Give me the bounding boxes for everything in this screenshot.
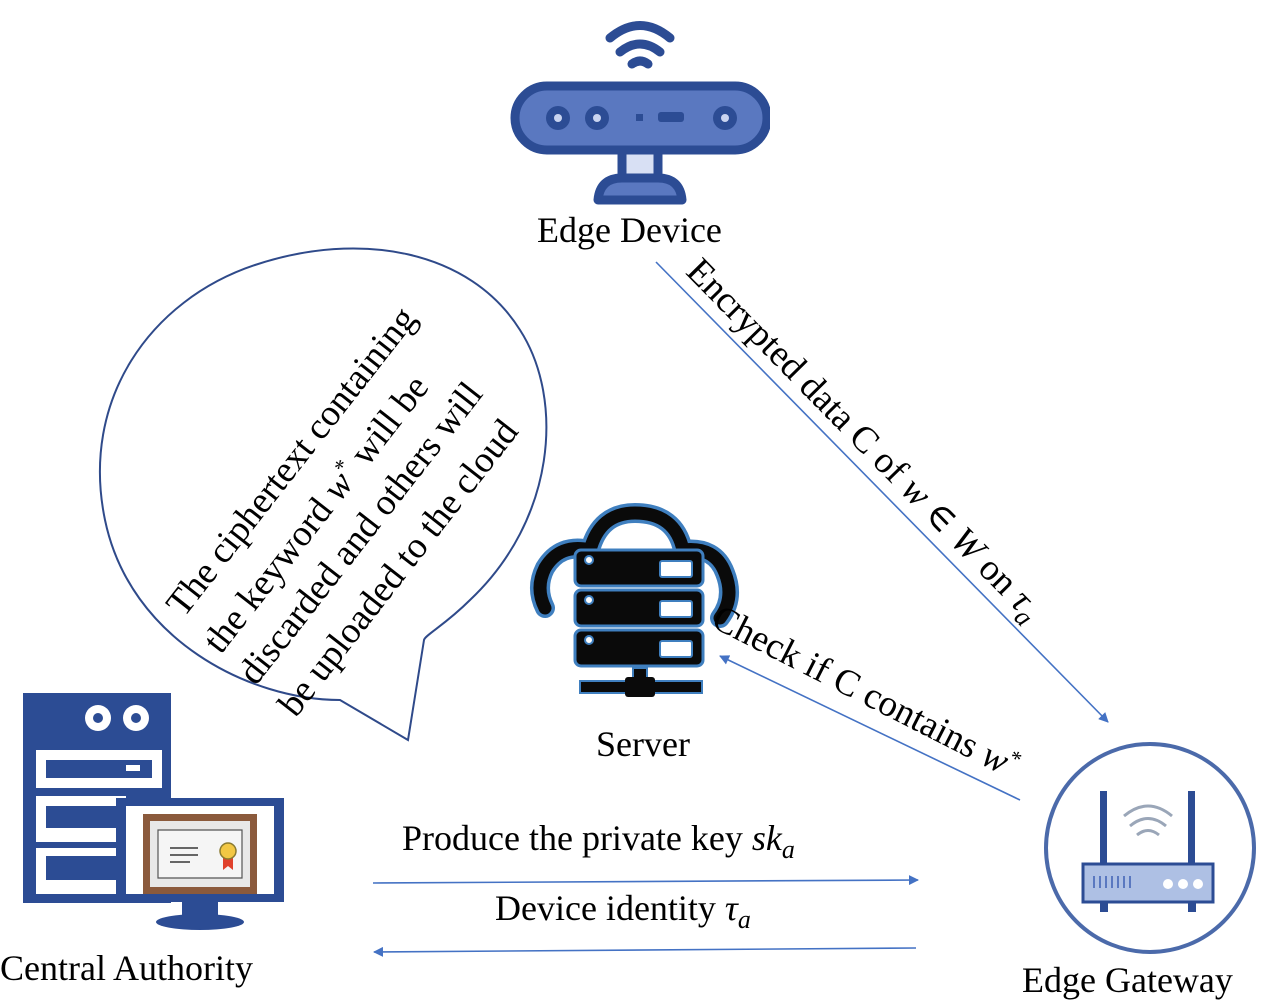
arrow-encrypted-data [655, 261, 1109, 723]
edge-device-label: Edge Device [537, 210, 722, 250]
camera-device-icon [510, 21, 770, 205]
arrow-check-contains [719, 655, 1021, 801]
server-label: Server [596, 724, 690, 764]
arrow-device-identity [373, 946, 917, 957]
edge-gateway-label: Edge Gateway [1022, 960, 1233, 1000]
wifi-router-icon [1044, 742, 1256, 954]
cloud-server-icon [530, 502, 739, 697]
device-identity-label: Device identity τa [495, 888, 751, 934]
arrow-private-key [372, 875, 919, 886]
callout-bubble [99, 247, 548, 742]
certificate-server-icon [23, 693, 284, 930]
private-key-label: Produce the private key ska [402, 818, 795, 864]
central-authority-label: Central Authority [0, 948, 253, 988]
